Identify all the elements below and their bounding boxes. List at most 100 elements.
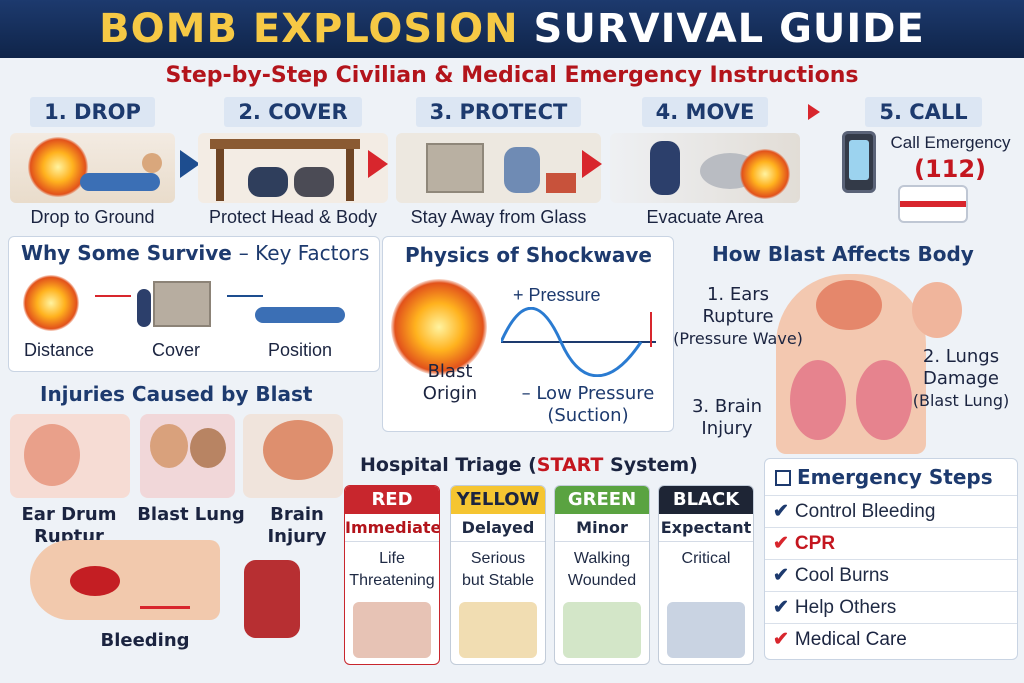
emergency-steps-header: Emergency Steps xyxy=(765,459,1017,496)
person-lying-icon xyxy=(255,307,345,323)
factor-cover: Cover xyxy=(152,340,201,360)
triage-title-suffix: System) xyxy=(603,454,698,476)
checklist-icon xyxy=(775,470,791,486)
lungs-line2: Damage xyxy=(923,368,999,389)
lungs-line3: (Blast Lung) xyxy=(912,391,1010,410)
explosion-icon xyxy=(391,279,487,375)
explosion-icon xyxy=(740,149,790,199)
arrow-icon xyxy=(140,606,190,609)
emergency-steps-panel: Emergency Steps ✔Control Bleeding ✔CPR ✔… xyxy=(764,458,1018,660)
ambulance-stripe xyxy=(900,201,966,207)
head-icon xyxy=(142,153,162,173)
label-lungs: 2. Lungs Damage (Blast Lung) xyxy=(900,346,1022,412)
lungs-line1: 2. Lungs xyxy=(922,346,1000,367)
triage-desc: Serious but Stable xyxy=(451,542,545,602)
triage-desc-line1: Life xyxy=(379,550,405,567)
triage-desc: Life Threatening xyxy=(345,542,439,602)
triage-desc-line1: Serious xyxy=(470,550,526,567)
brain-illustration xyxy=(243,414,343,498)
step-label: 1. DROP xyxy=(30,97,155,127)
brain-icon xyxy=(263,420,333,480)
triage-black: BLACK Expectant Critical xyxy=(658,485,754,665)
cover-illustration xyxy=(198,133,388,203)
estep-control-bleeding: ✔Control Bleeding xyxy=(765,496,1017,528)
estep-help-others: ✔Help Others xyxy=(765,592,1017,624)
estep-label: Cool Burns xyxy=(794,565,889,586)
positive-pressure-label: + Pressure xyxy=(513,285,601,305)
title-bar: BOMB EXPLOSION SURVIVAL GUIDE xyxy=(0,0,1024,58)
origin-line1: Blast xyxy=(427,361,473,382)
blood-icon xyxy=(70,566,120,596)
why-survive-title: Why Some Survive – Key Factors xyxy=(21,239,369,267)
step-label: 3. PROTECT xyxy=(415,97,582,127)
triage-desc-line2: Threatening xyxy=(349,572,435,589)
triage-title-prefix: Hospital Triage ( xyxy=(360,454,537,476)
injured-person-icon xyxy=(244,560,300,638)
physics-title: Physics of Shockwave xyxy=(405,243,652,267)
triage-head: GREEN xyxy=(555,486,649,514)
arrow-right-icon xyxy=(368,150,388,178)
arrow-right-icon xyxy=(808,104,820,120)
wall-icon xyxy=(426,143,484,193)
estep-cpr: ✔CPR xyxy=(765,528,1017,560)
ears-line1: 1. Ears xyxy=(706,284,770,305)
drop-illustration xyxy=(10,133,175,203)
injury-ear-line1: Ear Drum xyxy=(21,504,117,525)
ear-icon xyxy=(912,282,962,338)
injury-ear: Ear Drum Ruptur xyxy=(14,504,124,548)
protect-illustration xyxy=(396,133,601,203)
triage-desc-line1: Walking xyxy=(573,550,631,567)
phone-screen xyxy=(849,140,869,180)
origin-line2: Origin xyxy=(422,383,478,404)
ears-line2: Rupture xyxy=(702,306,774,327)
triage-green: GREEN Minor Walking Wounded xyxy=(554,485,650,665)
emergency-number: (112) xyxy=(913,155,987,183)
factor-distance: Distance xyxy=(24,340,95,360)
step-label: 2. COVER xyxy=(224,97,362,127)
triage-red: RED Immediate Life Threatening xyxy=(344,485,440,665)
hospital-bed-icon xyxy=(667,602,745,658)
person-icon xyxy=(459,602,537,658)
low-pressure-line2: (Suction) xyxy=(547,405,629,426)
physics-panel: Physics of Shockwave + Pressure Blast Or… xyxy=(382,236,674,432)
lung-icon xyxy=(856,360,912,440)
triage-head: RED xyxy=(345,486,439,514)
estep-label: Help Others xyxy=(794,597,897,618)
blast-origin-label: Blast Origin xyxy=(405,361,495,405)
triage-desc-line2: Wounded xyxy=(567,572,637,589)
call-caption: Call Emergency xyxy=(890,133,1011,152)
step-caption: Drop to Ground xyxy=(30,207,155,227)
explosion-icon xyxy=(28,137,88,197)
person-crouching-icon xyxy=(294,167,334,197)
injury-brain-line2: Injury xyxy=(267,526,327,547)
step-label: 4. MOVE xyxy=(641,97,769,127)
page-title: BOMB EXPLOSION SURVIVAL GUIDE xyxy=(0,0,1024,58)
estep-medical-care: ✔Medical Care xyxy=(765,624,1017,656)
why-survive-title-suffix: – Key Factors xyxy=(238,241,370,265)
table-leg xyxy=(216,149,224,201)
title-part-2: SURVIVAL GUIDE xyxy=(533,6,925,52)
person-icon xyxy=(563,602,641,658)
injury-blast-lung: Blast Lung xyxy=(137,504,245,525)
move-illustration xyxy=(610,133,800,203)
step-cover: 2. COVER Protect Head & Body xyxy=(198,97,388,233)
injured-person-icon xyxy=(353,602,431,658)
label-brain: 3. Brain Injury xyxy=(684,396,770,440)
brain-line2: Injury xyxy=(701,418,753,439)
triage-category: Minor xyxy=(555,514,649,542)
face-icon xyxy=(190,428,226,468)
lung-icon xyxy=(790,360,846,440)
triage-head: BLACK xyxy=(659,486,753,514)
check-icon: ✔ xyxy=(773,565,789,586)
table-leg xyxy=(346,149,354,201)
wall-icon xyxy=(153,281,211,327)
arrow-right-icon xyxy=(582,150,602,178)
low-pressure-line1: – Low Pressure xyxy=(521,383,655,404)
brain-line1: 3. Brain xyxy=(691,396,763,417)
triage-yellow: YELLOW Delayed Serious but Stable xyxy=(450,485,546,665)
estep-label: Control Bleeding xyxy=(794,501,936,522)
arrow-icon xyxy=(227,295,263,297)
estep-label: Medical Care xyxy=(794,629,907,650)
emergency-steps-title: Emergency Steps xyxy=(797,465,993,489)
step-caption: Evacuate Area xyxy=(646,207,764,227)
